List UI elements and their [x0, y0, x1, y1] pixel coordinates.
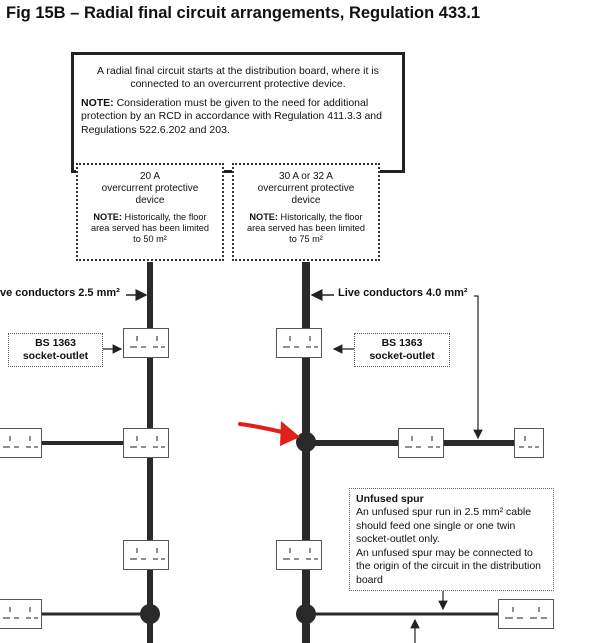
- socket-outlet-icon: [276, 540, 322, 570]
- right-device-note-label: NOTE:: [249, 212, 278, 223]
- left-overcurrent-device-box: 20 A overcurrent protective device NOTE:…: [76, 163, 224, 261]
- circuit-description: A radial final circuit starts at the dis…: [97, 65, 379, 91]
- left-device-rating: 20 A: [139, 171, 161, 182]
- socket-outlet-icon: [514, 428, 544, 458]
- right-socket-outlet-label: BS 1363 socket-outlet: [354, 333, 450, 367]
- socket-outlet-icon: [123, 428, 169, 458]
- left-socket-outlet-label: BS 1363 socket-outlet: [8, 333, 103, 367]
- socket-outlet-icon: [123, 540, 169, 570]
- circuit-description-box: A radial final circuit starts at the dis…: [71, 52, 405, 173]
- rcd-note-label: NOTE:: [81, 97, 114, 110]
- left-device-note-label: NOTE:: [93, 212, 122, 223]
- socket-outlet-icon: [123, 328, 169, 358]
- right-socket-label-line2: socket-outlet: [369, 350, 435, 363]
- figure-title: Fig 15B – Radial final circuit arrangeme…: [6, 4, 481, 22]
- unfused-spur-text-1: An unfused spur run in 2.5 mm² cable sho…: [356, 506, 532, 546]
- unfused-spur-heading: Unfused spur: [356, 493, 424, 505]
- rcd-note-text: Consideration must be given to the need …: [81, 97, 382, 136]
- red-annotation-arrow: [238, 422, 288, 435]
- left-socket-label-line1: BS 1363: [35, 337, 76, 349]
- socket-outlet-icon: [398, 428, 444, 458]
- right-device-note-text: Historically, the floor area served has …: [247, 212, 365, 245]
- left-socket-label-line2: socket-outlet: [22, 350, 89, 363]
- left-device-description: overcurrent protective device: [101, 182, 199, 206]
- socket-outlet-icon: [276, 328, 322, 358]
- right-overcurrent-device-box: 30 A or 32 A overcurrent protective devi…: [232, 163, 380, 261]
- socket-outlet-icon: [0, 428, 42, 458]
- right-device-description: overcurrent protective device: [257, 182, 355, 206]
- junction-dot-right: [296, 432, 316, 452]
- right-device-rating: 30 A or 32 A: [279, 171, 333, 182]
- unfused-spur-note: Unfused spur An unfused spur run in 2.5 …: [349, 488, 554, 591]
- junction-dot-right-bottom: [296, 604, 316, 624]
- rcd-note: NOTE: Consideration must be given to the…: [81, 97, 395, 136]
- right-conductors-label: Live conductors 4.0 mm²: [338, 287, 468, 299]
- left-device-note: NOTE: Historically, the floor area serve…: [86, 212, 214, 245]
- right-conductor-leader: [473, 295, 483, 440]
- right-device-note: NOTE: Historically, the floor area serve…: [242, 212, 370, 245]
- socket-outlet-icon: [0, 599, 42, 629]
- red-annotation-arrowhead: [280, 421, 300, 446]
- right-socket-label-line1: BS 1363: [381, 337, 423, 349]
- unfused-spur-text-2: An unfused spur may be connected to the …: [356, 546, 542, 586]
- left-device-note-text: Historically, the floor area served has …: [91, 212, 209, 245]
- left-conductors-label: ve conductors 2.5 mm²: [0, 287, 120, 299]
- socket-outlet-icon: [498, 599, 554, 629]
- junction-dot-left-bottom: [140, 604, 160, 624]
